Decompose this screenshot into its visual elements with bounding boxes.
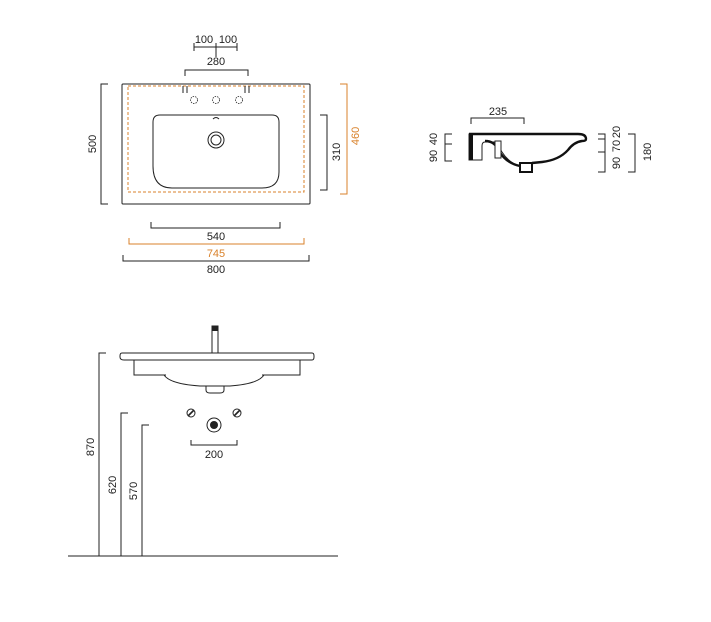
drain-inner-icon bbox=[210, 134, 222, 146]
dim-bowl-length: 235 bbox=[489, 106, 507, 118]
dim-line-section-total bbox=[628, 133, 636, 173]
basin-outline-top bbox=[121, 83, 311, 205]
dim-line-tap-spacing bbox=[193, 43, 238, 57]
dim-line-bowl-depth bbox=[320, 114, 328, 191]
dim-line-waste-spacing bbox=[190, 440, 238, 446]
dim-total-width: 800 bbox=[207, 264, 225, 276]
basin-waste-front bbox=[205, 386, 225, 394]
basin-inner-dashed bbox=[127, 85, 305, 193]
fixing-left-mark bbox=[187, 409, 195, 417]
drain-icon bbox=[207, 131, 225, 149]
tap-top bbox=[212, 326, 218, 331]
dim-line-height-low bbox=[141, 424, 149, 556]
dim-line-height-mid bbox=[120, 412, 128, 556]
dim-tap-span: 280 bbox=[207, 56, 225, 68]
dim-section-left-lower: 90 bbox=[428, 150, 440, 162]
dim-bowl-depth: 310 bbox=[331, 143, 343, 161]
dim-line-bowl-width bbox=[150, 222, 281, 229]
bowl-outline bbox=[152, 114, 280, 189]
dim-line-section-right bbox=[598, 133, 606, 173]
dim-line-tap-span bbox=[184, 69, 249, 76]
dim-waste-spacing: 200 bbox=[205, 449, 223, 461]
dim-line-inner-width bbox=[128, 238, 305, 245]
dim-depth-inner: 460 bbox=[350, 127, 362, 145]
dim-tap-spacing-left: 100 bbox=[195, 34, 213, 46]
dim-section-right-top: 20 bbox=[611, 126, 623, 138]
dim-bowl-width: 540 bbox=[207, 231, 225, 243]
dim-depth-total: 500 bbox=[87, 135, 99, 153]
section-bracket bbox=[494, 140, 502, 159]
basin-bowl-front bbox=[163, 374, 265, 387]
section-front-edge bbox=[469, 134, 473, 160]
top-view: 100 100 280 500 310 460 540 745 bbox=[87, 34, 362, 276]
dim-section-right-bottom: 90 bbox=[611, 157, 623, 169]
dim-line-total-width bbox=[122, 255, 310, 262]
front-view: 200 870 620 570 bbox=[68, 325, 338, 557]
dim-height-top: 870 bbox=[85, 438, 97, 456]
dim-inner-width: 745 bbox=[207, 248, 225, 260]
basin-slab-front bbox=[119, 352, 315, 361]
basin-front-lower bbox=[133, 360, 301, 376]
tap-marks bbox=[182, 86, 250, 93]
dim-line-depth-total bbox=[100, 83, 108, 205]
waste-outlet-inner-icon bbox=[210, 421, 218, 429]
tap-hole-right-icon bbox=[235, 96, 243, 104]
tap-hole-center-icon bbox=[212, 96, 220, 104]
fixing-left-icon bbox=[186, 408, 196, 418]
tap-hole-left-icon bbox=[190, 96, 198, 104]
section-view: 235 40 90 20 70 90 180 bbox=[428, 106, 654, 173]
dim-line-height-top bbox=[98, 352, 106, 556]
fixing-right-mark bbox=[233, 409, 241, 417]
dim-section-right-total: 180 bbox=[642, 143, 654, 161]
section-waste-block bbox=[519, 162, 533, 173]
dim-section-right-mid: 70 bbox=[611, 140, 623, 152]
dim-tap-spacing-right: 100 bbox=[219, 34, 237, 46]
section-profile-thick bbox=[469, 132, 588, 165]
dim-height-low: 570 bbox=[128, 482, 140, 500]
dim-line-bowl-length bbox=[470, 117, 525, 124]
overflow-slot bbox=[212, 117, 220, 120]
dim-line-section-left bbox=[444, 133, 452, 162]
dim-line-depth-inner bbox=[340, 83, 348, 195]
dim-height-mid: 620 bbox=[107, 476, 119, 494]
fixing-right-icon bbox=[232, 408, 242, 418]
dim-section-left-upper: 40 bbox=[428, 133, 440, 145]
